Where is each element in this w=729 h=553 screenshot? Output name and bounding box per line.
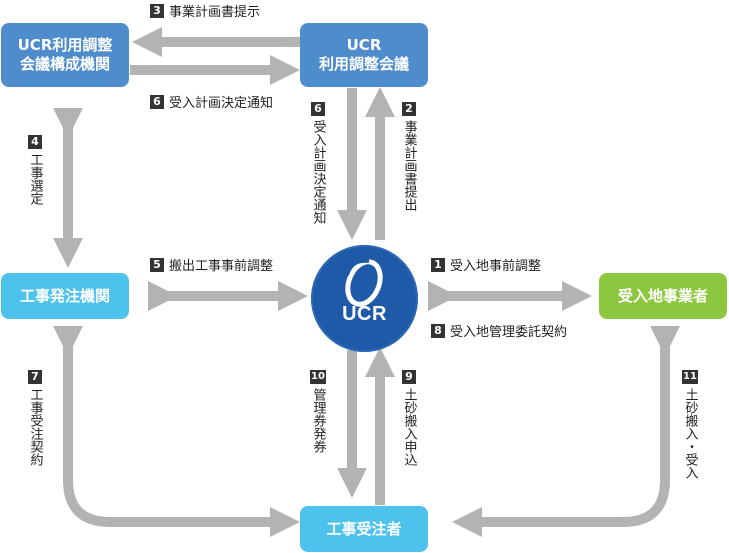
text-step8: 受入地管理委託契約 (450, 325, 568, 340)
badge-step6-vert: 6 (311, 102, 325, 116)
text-step1: 受入地事前調整 (450, 259, 542, 274)
ucr-logo-text: UCR (342, 303, 387, 325)
node-receiver-label: 受入地事業者 (617, 286, 708, 305)
text-step6-top: 受入計画決定通知 (169, 96, 274, 111)
text-step6-vert: 受入計画決定通知 (310, 120, 326, 224)
text-step10: 管理券発券 (310, 388, 326, 453)
arrow-step7 (53, 325, 300, 537)
badge-step10: 10 (310, 370, 326, 384)
ucr-logo-mark-icon (345, 258, 383, 307)
node-ucr-council: UCR 利用調整会議 (300, 23, 428, 87)
badge-step5: 5 (150, 257, 164, 272)
text-step4: 工事選定 (27, 153, 43, 205)
text-step11: 土砂搬入・受入 (682, 388, 698, 479)
node-planning-org-line1: UCR利用調整 (17, 36, 113, 55)
label-step4: 4 工事選定 (27, 135, 43, 205)
node-contractor: 工事受注者 (300, 506, 428, 552)
node-receiver: 受入地事業者 (599, 273, 727, 319)
node-ordering-org: 工事発注機関 (1, 273, 129, 319)
label-step6-top: 6 受入計画決定通知 (150, 92, 273, 111)
text-step2: 事業計画書提出 (401, 120, 417, 211)
badge-step8: 8 (431, 323, 445, 338)
node-contractor-label: 工事受注者 (326, 519, 402, 538)
label-step10: 10 管理券発券 (310, 370, 326, 453)
badge-step1: 1 (431, 257, 445, 272)
node-ucr-council-line2: 利用調整会議 (318, 55, 409, 73)
text-step9: 土砂搬入申込 (401, 388, 417, 466)
label-step8: 8 受入地管理委託契約 (431, 321, 567, 340)
arrow-step11 (452, 325, 680, 537)
ucr-logo-circle: UCR (311, 245, 418, 352)
label-step3: 3 事業計画書提示 (150, 1, 260, 20)
badge-step4: 4 (28, 135, 42, 149)
badge-step11: 11 (682, 370, 698, 384)
label-step6-vert: 6 受入計画決定通知 (310, 102, 326, 224)
badge-step7: 7 (28, 370, 42, 384)
node-ordering-org-label: 工事発注機関 (19, 286, 110, 305)
badge-step3: 3 (150, 3, 164, 18)
text-step7: 工事受注契約 (27, 388, 43, 466)
text-step3: 事業計画書提示 (169, 5, 261, 20)
label-step11: 11 土砂搬入・受入 (682, 370, 698, 479)
node-ucr-council-line1: UCR (346, 36, 382, 55)
label-step2: 2 事業計画書提出 (401, 102, 417, 211)
node-planning-org-line2: 会議構成機関 (19, 55, 110, 73)
node-planning-org: UCR利用調整 会議構成機関 (1, 23, 129, 87)
label-step5: 5 搬出工事事前調整 (150, 255, 273, 274)
badge-step6-top: 6 (150, 94, 164, 109)
label-step1: 1 受入地事前調整 (431, 255, 541, 274)
badge-step2: 2 (402, 102, 416, 116)
badge-step9: 9 (402, 370, 416, 384)
label-step7: 7 工事受注契約 (27, 370, 43, 466)
label-step9: 9 土砂搬入申込 (401, 370, 417, 466)
text-step5: 搬出工事事前調整 (169, 259, 274, 274)
